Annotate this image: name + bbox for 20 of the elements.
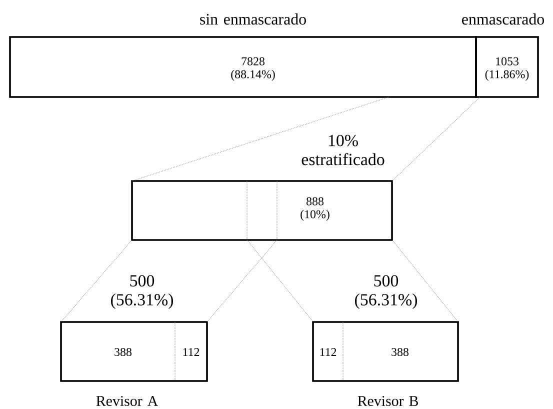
count-cell: 388 [392,348,408,356]
segment-heading: enmascarado [462,13,544,25]
segment-heading: 10% estratificado [302,134,384,166]
count-cell: 112 [183,348,200,356]
count-cell: 388 [114,348,132,356]
zoom-line [246,240,314,322]
segment-heading: sin enmascarado [200,13,306,25]
zoom-line [60,240,132,322]
reviewer-label: Revisor A [96,396,158,406]
zoom-line [132,96,390,182]
zoom-line [392,96,480,182]
bar-segment: 888 (10%) [131,180,393,241]
count-cell: 112 [320,348,336,356]
zoom-line [392,240,458,322]
bar-segment: 7828 (88.14%) [9,36,477,98]
bar-segment: 1053 (11.86%) [475,36,539,98]
segment-heading: 500 (56.31%) [111,275,173,309]
zoom-line [206,240,278,322]
segment-heading: 500 (56.31%) [355,275,417,309]
reviewer-label: Revisor B [358,396,418,406]
